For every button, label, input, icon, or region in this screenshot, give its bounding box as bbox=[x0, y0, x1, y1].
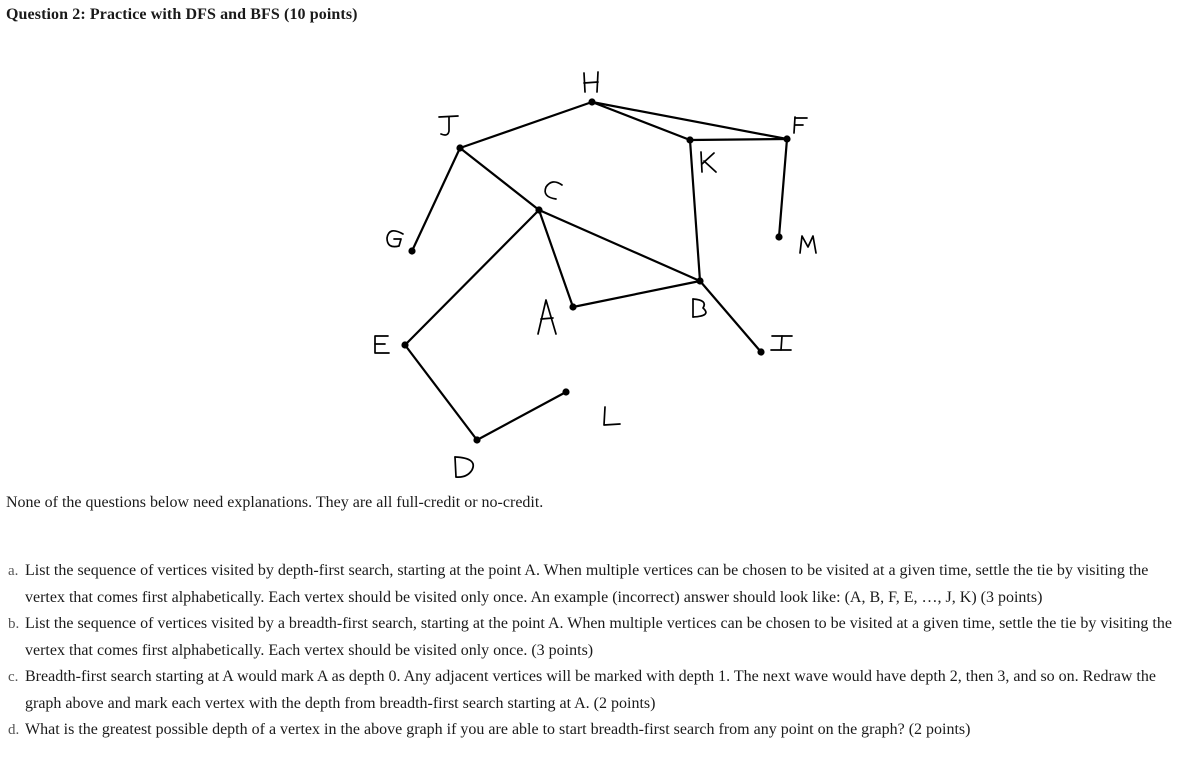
question-item: b. List the sequence of vertices visited… bbox=[8, 611, 1174, 664]
question-text: What is the greatest possible depth of a… bbox=[25, 721, 971, 738]
edge-j-c bbox=[458, 146, 541, 212]
vertex-k bbox=[686, 136, 694, 144]
graph-diagram bbox=[374, 71, 817, 478]
vertex-i bbox=[757, 348, 765, 356]
intro-note: None of the questions below need explana… bbox=[6, 494, 544, 511]
vertex-g bbox=[408, 247, 416, 255]
vertex-e bbox=[401, 341, 409, 349]
question-marker: a. bbox=[8, 563, 19, 579]
edge-b-i bbox=[698, 279, 763, 354]
edge-c-a bbox=[537, 208, 575, 309]
question-item: a. List the sequence of vertices visited… bbox=[8, 558, 1174, 611]
vertex-label-f bbox=[793, 116, 808, 134]
question-marker: c. bbox=[8, 669, 19, 685]
vertex-label-k bbox=[700, 151, 717, 173]
edge-h-f bbox=[590, 100, 789, 141]
edge-e-d bbox=[403, 343, 479, 442]
vertex-d bbox=[473, 436, 481, 444]
vertex-l bbox=[562, 388, 570, 396]
vertex-m bbox=[775, 233, 783, 241]
vertex-a bbox=[569, 303, 577, 311]
edge-k-b bbox=[688, 138, 702, 283]
edge-c-e bbox=[403, 208, 541, 347]
edge-k-f bbox=[688, 137, 789, 142]
edge-h-k bbox=[590, 100, 692, 142]
edge-j-g bbox=[410, 146, 462, 253]
question-list: a. List the sequence of vertices visited… bbox=[8, 558, 1174, 744]
vertex-label-g bbox=[386, 229, 404, 248]
vertex-label-e bbox=[374, 335, 390, 354]
vertex-label-d bbox=[454, 456, 475, 478]
vertex-c bbox=[535, 206, 543, 214]
question-text: List the sequence of vertices visited by… bbox=[25, 615, 1172, 659]
vertex-label-c bbox=[544, 181, 563, 200]
vertex-f bbox=[783, 135, 791, 143]
vertex-label-b bbox=[692, 298, 707, 318]
vertex-h bbox=[588, 98, 596, 106]
edge-f-m bbox=[777, 137, 789, 239]
edge-a-b bbox=[571, 279, 702, 309]
vertex-label-m bbox=[799, 235, 817, 254]
vertex-b bbox=[696, 277, 704, 285]
edge-j-h bbox=[458, 100, 594, 150]
vertex-j bbox=[456, 144, 464, 152]
question-item: d. What is the greatest possible depth o… bbox=[8, 717, 1174, 744]
vertex-label-l bbox=[603, 406, 621, 426]
edge-d-l bbox=[475, 390, 568, 442]
vertex-label-j bbox=[438, 115, 459, 136]
edge-c-b bbox=[537, 208, 702, 283]
vertex-label-i bbox=[770, 335, 793, 351]
vertex-label-h bbox=[583, 71, 599, 93]
vertex-label-a bbox=[537, 299, 557, 335]
question-text: Breadth-first search starting at A would… bbox=[25, 668, 1156, 712]
question-text: List the sequence of vertices visited by… bbox=[25, 562, 1149, 606]
question-marker: b. bbox=[8, 616, 20, 632]
question-marker: d. bbox=[8, 722, 20, 738]
page-title: Question 2: Practice with DFS and BFS (1… bbox=[6, 6, 358, 23]
question-item: c. Breadth-first search starting at A wo… bbox=[8, 664, 1174, 717]
